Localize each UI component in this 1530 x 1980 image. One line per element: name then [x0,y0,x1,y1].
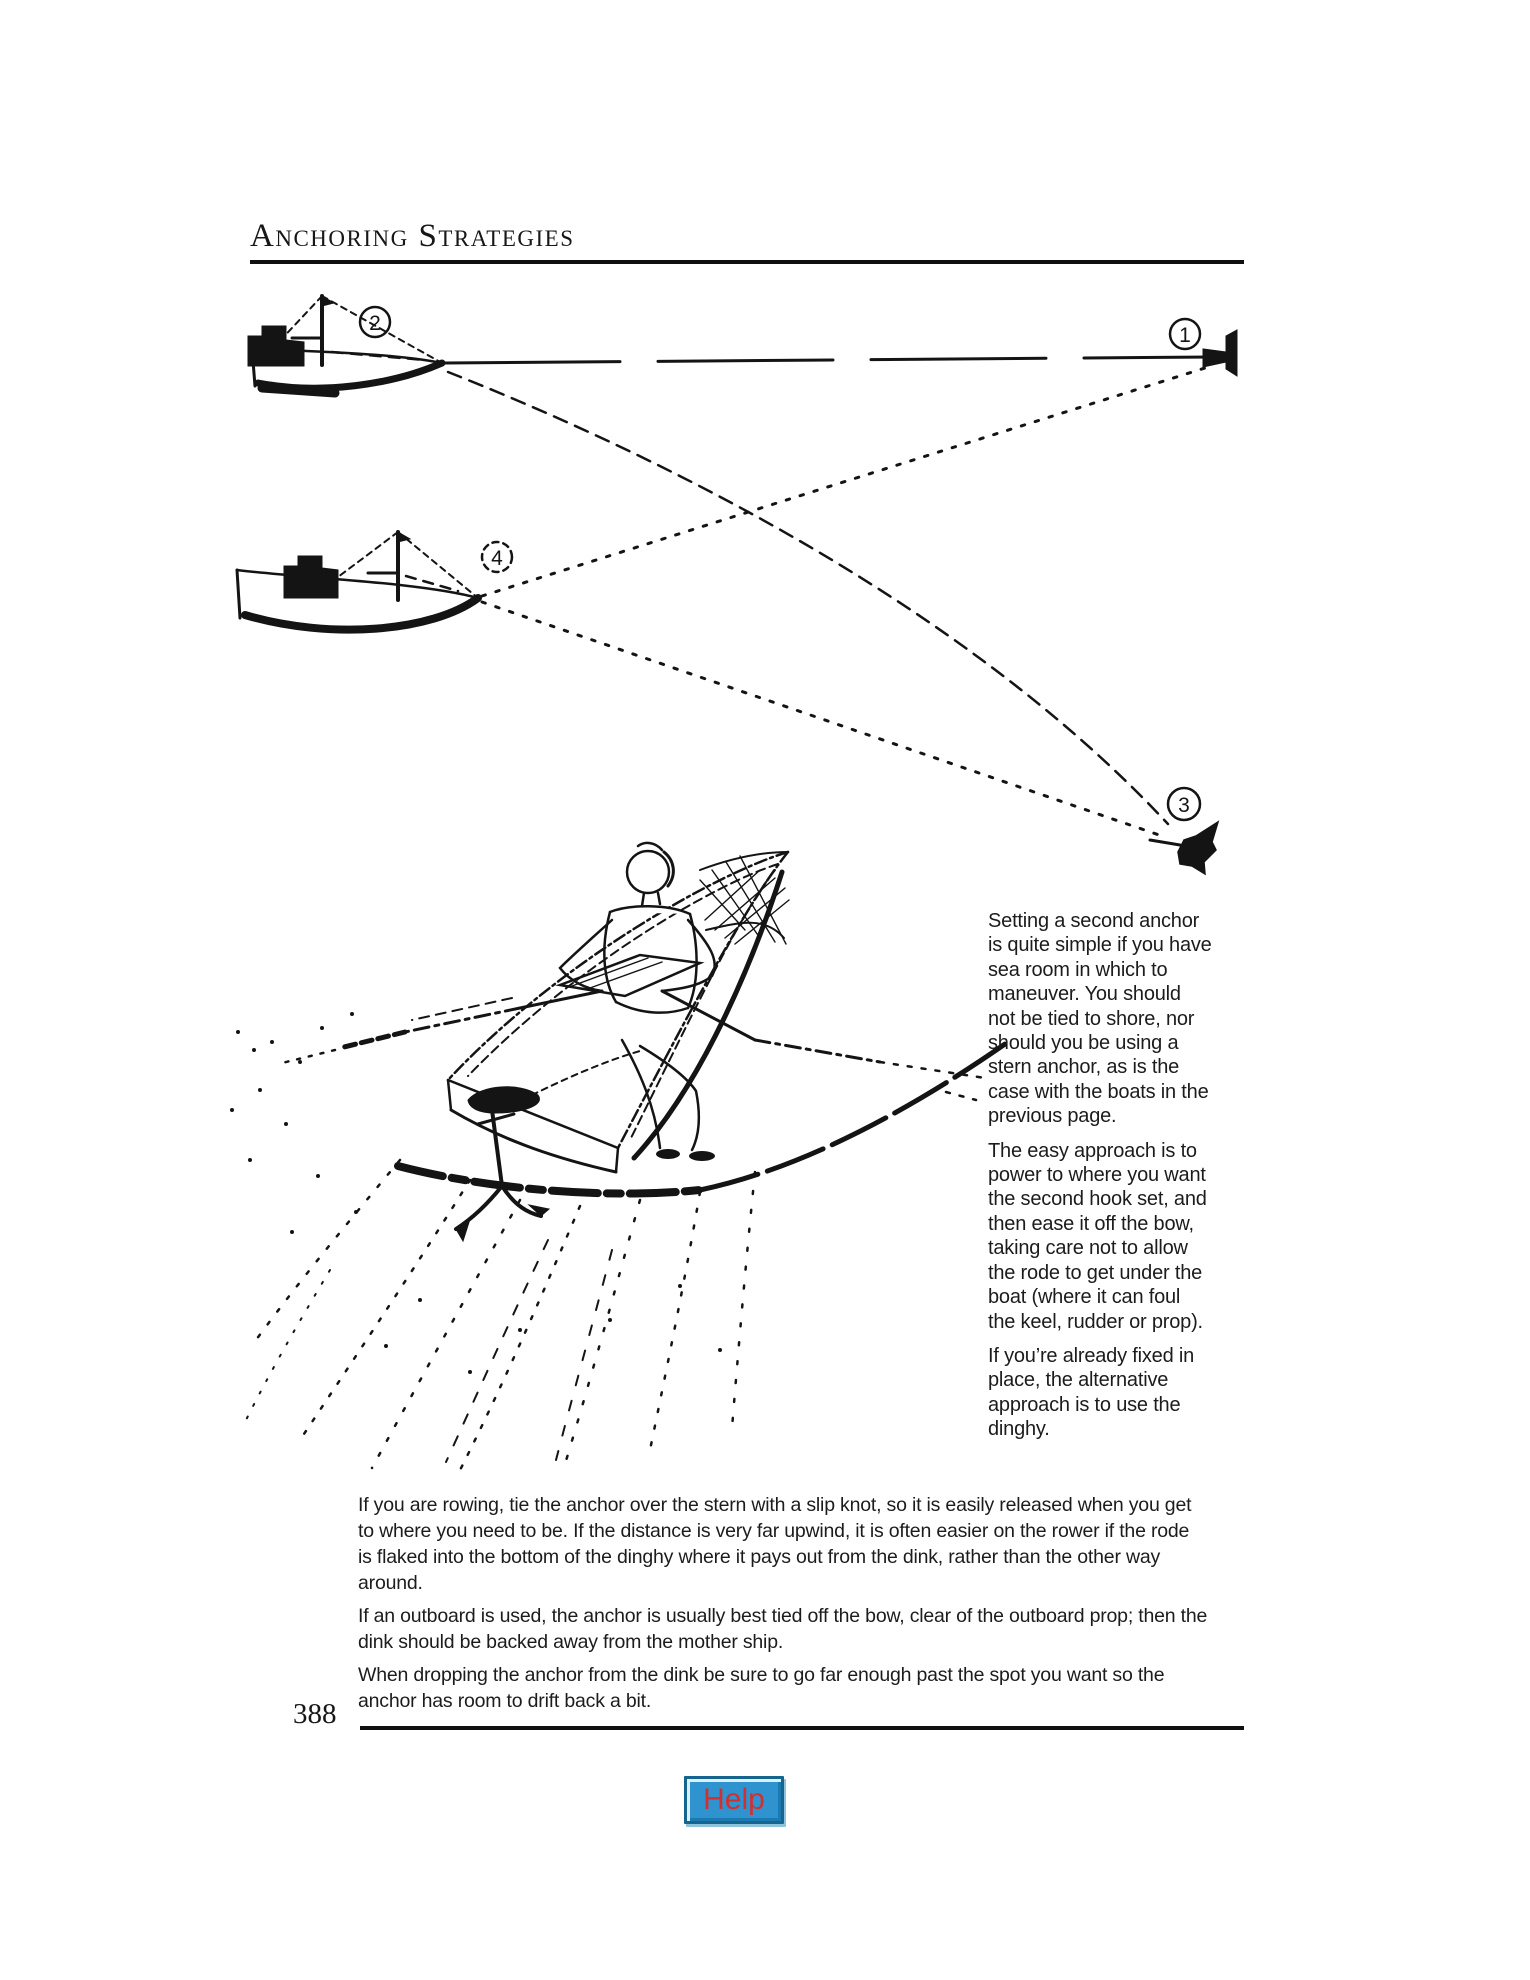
page-title: Anchoring Strategies [250,218,575,254]
rode-to-first-anchor [443,355,1214,365]
label-3-text: 3 [1178,794,1190,817]
label-second-anchor: 3 [1166,786,1202,822]
caption-paragraph: The easy approach is to power to where y… [988,1139,1207,1333]
help-button-label: Help [703,1783,765,1816]
figure-caption-column: Setting a second anchor is quite simple … [988,909,1212,1452]
body-paragraph: If you are rowing, tie the anchor over t… [358,1494,1192,1594]
final-rode-to-first-anchor [480,366,1207,598]
body-text-block: If you are rowing, tie the anchor over t… [358,1492,1208,1721]
caption-paragraph: If you’re already fixed in place, the al… [988,1344,1195,1441]
first-anchor-icon [1202,329,1238,377]
dinghy-rowing-illustration [230,841,1008,1480]
page-number: 388 [293,1698,337,1730]
sailboat-at-final-position [235,530,482,634]
body-paragraph: When dropping the anchor from the dink b… [358,1664,1165,1712]
label-4-text: 4 [491,547,503,570]
label-first-anchor: 1 [1168,317,1202,351]
label-drop-position: 2 [358,305,392,339]
caption-paragraph: Setting a second anchor is quite simple … [988,910,1212,1128]
header-rule [250,260,1244,264]
help-button[interactable]: Help [684,1776,784,1824]
final-rode-to-second-anchor [480,600,1164,838]
label-2-text: 2 [369,312,381,335]
label-final-position: 4 [480,540,514,574]
powering-path [446,370,1170,826]
second-anchor-icon [1148,820,1220,876]
sailboat-at-drop-position [247,294,446,398]
body-paragraph: If an outboard is used, the anchor is us… [358,1605,1208,1653]
label-1-text: 1 [1179,324,1191,347]
footer-rule [360,1726,1244,1730]
